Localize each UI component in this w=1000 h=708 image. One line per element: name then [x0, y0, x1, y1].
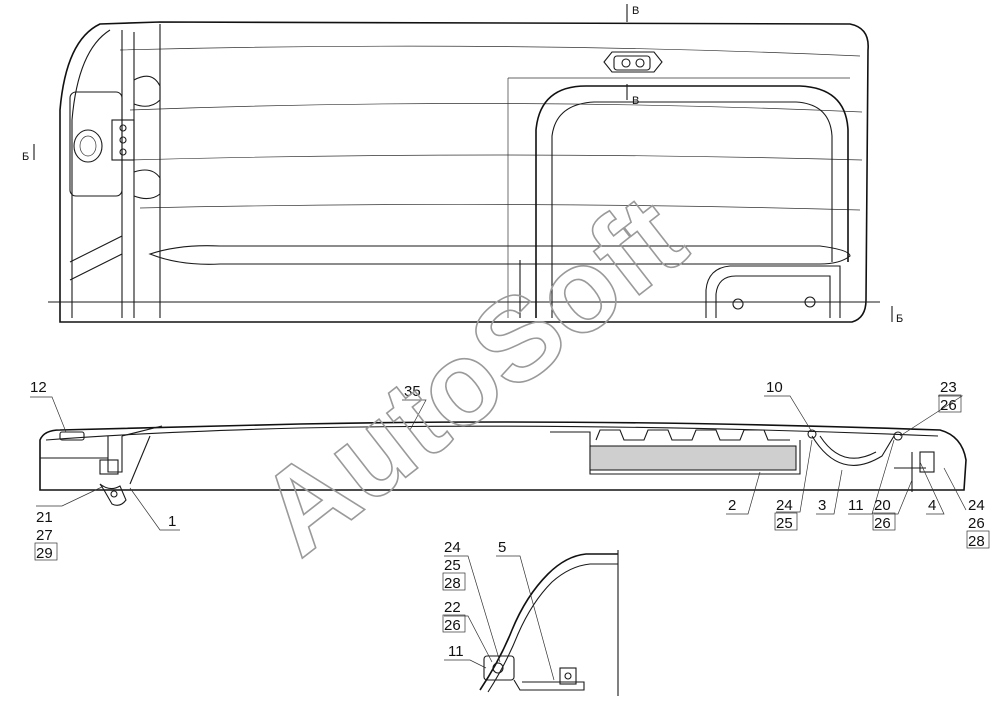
callout-11: 11	[448, 643, 464, 660]
callout-box	[442, 572, 466, 591]
callout-24: 24	[444, 539, 461, 556]
callout-20: 20	[874, 497, 891, 514]
callout-25: 25	[444, 557, 461, 574]
callout-25: 25	[776, 515, 793, 532]
callout-28: 28	[968, 533, 985, 550]
callout-26: 26	[874, 515, 891, 532]
detail-view	[479, 550, 619, 696]
callout-3: 3	[818, 497, 826, 514]
callout-4: 4	[928, 497, 936, 514]
callout-26: 26	[940, 397, 957, 414]
callout-2: 2	[728, 497, 736, 514]
callout-28: 28	[444, 575, 461, 592]
callout-27: 27	[36, 527, 53, 544]
panel-section-view	[39, 421, 967, 506]
callout-box	[872, 512, 896, 531]
callout-26: 26	[444, 617, 461, 634]
leader-lines	[30, 395, 967, 681]
callout-24: 24	[776, 497, 793, 514]
callout-24: 24	[968, 497, 985, 514]
callout-labels: 12 35 10 23 26 21 27 29 1 2 24 25 3 11 2…	[30, 379, 990, 660]
section-mark-top: В	[632, 5, 639, 17]
callout-11: 11	[848, 497, 864, 514]
callout-5: 5	[498, 539, 506, 556]
watermark: AutoSoft	[235, 170, 709, 581]
callout-22: 22	[444, 599, 461, 616]
section-mark-right: Б	[896, 313, 903, 325]
callout-35: 35	[404, 383, 421, 400]
panel-top-view	[33, 4, 893, 323]
callout-23: 23	[940, 379, 957, 396]
callout-29: 29	[36, 545, 53, 562]
callout-12: 12	[30, 379, 47, 396]
section-mark-left: Б	[22, 151, 29, 163]
callout-box	[938, 394, 962, 413]
callout-box	[442, 614, 466, 633]
callout-21: 21	[36, 509, 53, 526]
callout-26: 26	[968, 515, 985, 532]
callout-box	[34, 542, 58, 561]
callout-box	[774, 512, 798, 531]
callout-1: 1	[168, 513, 176, 530]
callout-10: 10	[766, 379, 783, 396]
section-mark-mid: В	[632, 95, 639, 107]
callout-box	[966, 530, 990, 549]
